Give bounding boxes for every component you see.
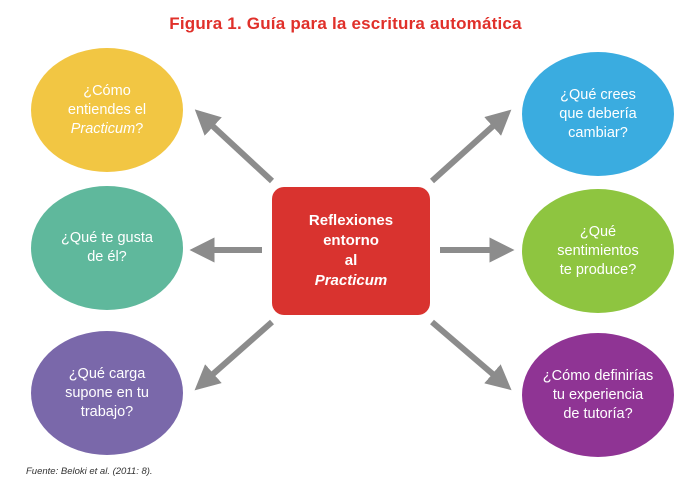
bubble-text-line: ¿Qué crees bbox=[560, 86, 636, 103]
bubble-text-line: trabajo? bbox=[80, 403, 134, 420]
bubble-text-line: te produce? bbox=[559, 261, 637, 278]
bubble-mid-right: ¿Qué sentimientos te produce? bbox=[522, 189, 674, 313]
bubble-text-line: que debería bbox=[559, 105, 637, 122]
arrow-to-bottom-left bbox=[194, 319, 274, 391]
bubble-text-line: ¿Qué te gusta bbox=[61, 230, 153, 246]
bubble-text-line: tu experiencia bbox=[552, 386, 644, 403]
bubble-top-left: ¿Cómo entiendes el Practicum? bbox=[31, 48, 183, 172]
bubble-text-line: entiendes el bbox=[67, 101, 147, 118]
bubble-mid-left: ¿Qué te gusta de él? bbox=[31, 186, 183, 310]
center-text-line: entorno bbox=[323, 232, 379, 249]
center-text-line: Reflexiones bbox=[308, 212, 394, 229]
bubble-text-line: de tutoría? bbox=[563, 405, 633, 422]
bubble-bottom-left: ¿Qué carga supone en tu trabajo? bbox=[31, 331, 183, 455]
arrow-to-top-left bbox=[194, 109, 275, 184]
center-text-line: al bbox=[344, 252, 358, 269]
source-note: Fuente: Beloki et al. (2011: 8). bbox=[26, 466, 153, 477]
bubble-text-line: ¿Qué bbox=[579, 223, 617, 240]
bubble-text-line: ¿Cómo bbox=[83, 82, 131, 99]
center-box: Reflexiones entorno al Practicum bbox=[272, 187, 430, 315]
bubble-text-line: ¿Qué carga bbox=[68, 365, 146, 382]
question-mark: ? bbox=[135, 120, 144, 137]
figure-title: Figura 1. Guía para la escritura automát… bbox=[169, 14, 522, 33]
bubble-text-line: sentimientos bbox=[557, 242, 639, 259]
bubble-text-line: de él? bbox=[87, 249, 127, 265]
bubble-text-line: cambiar? bbox=[568, 124, 628, 141]
practicum-italic: Practicum bbox=[70, 120, 136, 137]
arrow-to-top-right bbox=[429, 109, 512, 184]
center-practicum-italic: Practicum bbox=[314, 272, 388, 289]
bubble-text-line: Practicum? bbox=[71, 120, 144, 139]
bubble-text-line: ¿Cómo definirías bbox=[542, 367, 654, 384]
bubble-top-right: ¿Qué crees que debería cambiar? bbox=[522, 52, 674, 176]
bubble-bottom-right: ¿Cómo definirías tu experiencia de tutor… bbox=[522, 333, 674, 457]
bubble-text-line: supone en tu bbox=[65, 384, 149, 401]
arrow-to-bottom-right bbox=[430, 319, 512, 391]
